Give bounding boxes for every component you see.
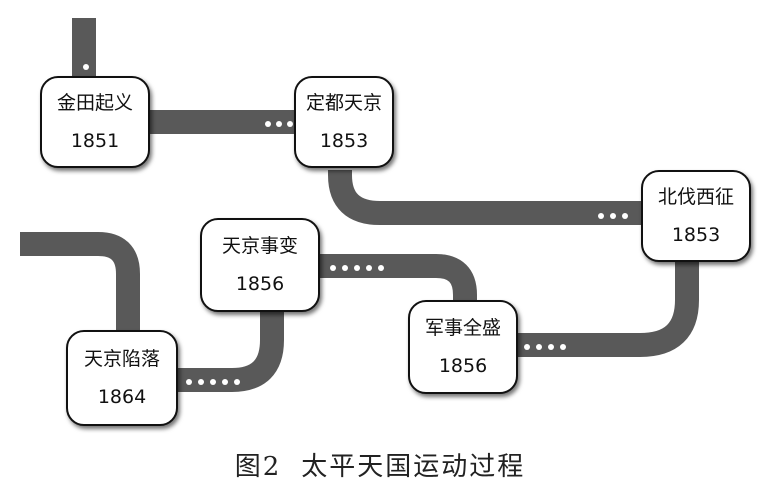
path-dot	[378, 265, 384, 271]
event-name: 北伐西征	[657, 186, 734, 208]
event-node-jintian: 金田起义 1851	[40, 76, 150, 168]
path-dot	[622, 213, 628, 219]
road-segment	[515, 260, 699, 357]
event-year: 1856	[235, 273, 285, 295]
path-dot	[610, 213, 616, 219]
event-year: 1864	[97, 386, 147, 408]
path-dot	[198, 379, 204, 385]
figure-title: 太平天国运动过程	[301, 452, 526, 482]
path-dot	[276, 121, 282, 127]
path-dot	[287, 121, 293, 127]
event-year: 1853	[319, 130, 369, 152]
road-segment	[175, 312, 284, 392]
path-dot	[342, 265, 348, 271]
path-dot	[330, 265, 336, 271]
road-segment	[328, 170, 645, 225]
path-dot	[210, 379, 216, 385]
path-dot	[536, 344, 542, 350]
path-dot	[186, 379, 192, 385]
event-node-junshi: 军事全盛 1856	[408, 300, 518, 394]
event-node-beifa: 北伐西征 1853	[641, 170, 751, 262]
event-year: 1851	[70, 130, 120, 152]
event-node-xianluo: 天京陷落 1864	[66, 330, 178, 426]
event-year: 1856	[438, 355, 488, 377]
path-dot	[222, 379, 228, 385]
event-name: 天京事变	[221, 235, 298, 257]
path-dot	[560, 344, 566, 350]
event-name: 定都天京	[305, 92, 382, 114]
event-node-tianjing-incident: 天京事变 1856	[200, 218, 320, 312]
path-dot	[265, 121, 271, 127]
event-name: 金田起义	[56, 92, 133, 114]
event-node-dingdu: 定都天京 1853	[294, 76, 394, 168]
path-dot	[524, 344, 530, 350]
path-dot	[366, 265, 372, 271]
figure-number: 图2	[234, 452, 282, 482]
path-dot	[548, 344, 554, 350]
road-segment	[20, 232, 140, 335]
path-dot	[354, 265, 360, 271]
path-dot	[83, 64, 89, 70]
figure-caption: 图2 太平天国运动过程	[0, 446, 760, 483]
event-year: 1853	[671, 224, 721, 246]
road-segment	[315, 254, 477, 300]
event-name: 天京陷落	[83, 348, 160, 370]
path-dot	[598, 213, 604, 219]
event-name: 军事全盛	[424, 317, 501, 339]
path-dot	[234, 379, 240, 385]
road-path	[20, 18, 699, 392]
